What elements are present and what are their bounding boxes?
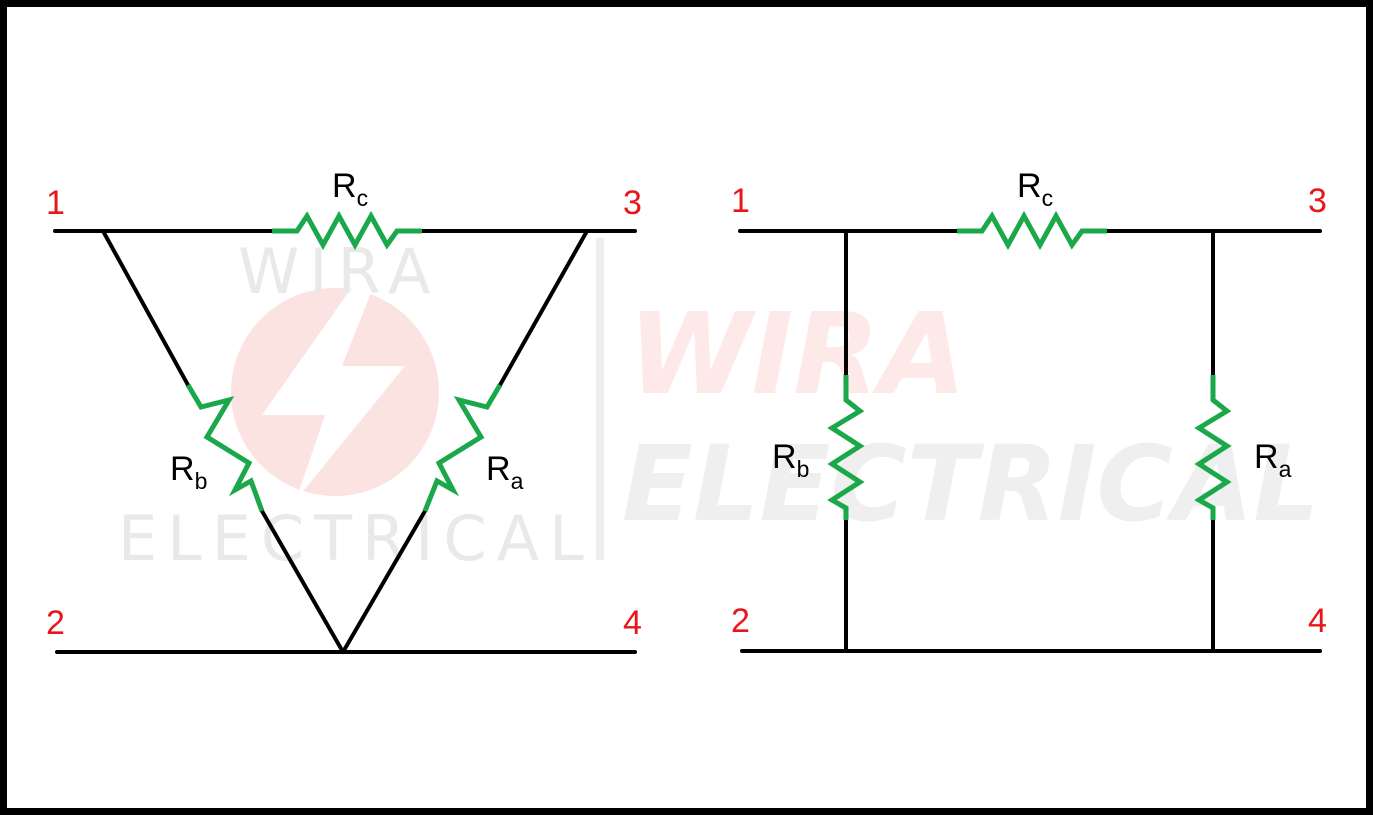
delta-resistors xyxy=(185,210,503,512)
watermark-wira-small: WIRA xyxy=(238,235,441,308)
delta-resistor-rb xyxy=(185,383,265,512)
delta-resistor-ra xyxy=(422,383,503,512)
watermark-electrical-small: ELECTRICAL xyxy=(118,502,594,575)
watermark: WIRA ELECTRICAL WIRA ELECTRICAL xyxy=(118,235,1319,575)
lightning-bolt-logo-icon xyxy=(231,288,439,500)
delta-network: 1 3 2 4 Rc Rb Ra xyxy=(46,167,642,654)
pi-wires xyxy=(738,229,1322,653)
delta-label-rb: Rb xyxy=(170,450,207,494)
delta-label-rc: Rc xyxy=(332,167,368,211)
pi-terminal-3: 3 xyxy=(1308,182,1327,220)
pi-label-rc: Rc xyxy=(1017,167,1053,211)
pi-terminal-2: 2 xyxy=(731,602,750,640)
delta-right-wire-lower xyxy=(341,509,427,654)
pi-terminal-1: 1 xyxy=(731,182,750,220)
delta-right-wire-upper xyxy=(498,229,589,387)
pi-resistor-rc xyxy=(957,210,1107,251)
delta-resistor-rc xyxy=(272,210,422,251)
delta-left-wire-lower xyxy=(260,509,345,654)
delta-wires xyxy=(53,229,637,654)
pi-resistors xyxy=(827,210,1232,520)
pi-label-rb: Rb xyxy=(772,438,809,482)
pi-network: 1 3 2 4 Rc Rb Ra xyxy=(731,167,1327,653)
delta-terminal-1: 1 xyxy=(46,184,65,222)
watermark-electrical-large: ELECTRICAL xyxy=(622,423,1319,545)
delta-terminal-4: 4 xyxy=(623,604,642,642)
delta-left-wire-upper xyxy=(101,229,190,387)
pi-label-ra: Ra xyxy=(1254,438,1292,482)
delta-label-ra: Ra xyxy=(486,450,524,494)
pi-resistor-ra xyxy=(1194,375,1232,520)
delta-terminal-3: 3 xyxy=(623,184,642,222)
pi-terminal-4: 4 xyxy=(1308,602,1327,640)
pi-resistor-rb xyxy=(827,375,865,520)
delta-terminal-2: 2 xyxy=(46,604,65,642)
watermark-wira-large: WIRA xyxy=(628,290,966,420)
watermark-divider xyxy=(596,238,604,560)
